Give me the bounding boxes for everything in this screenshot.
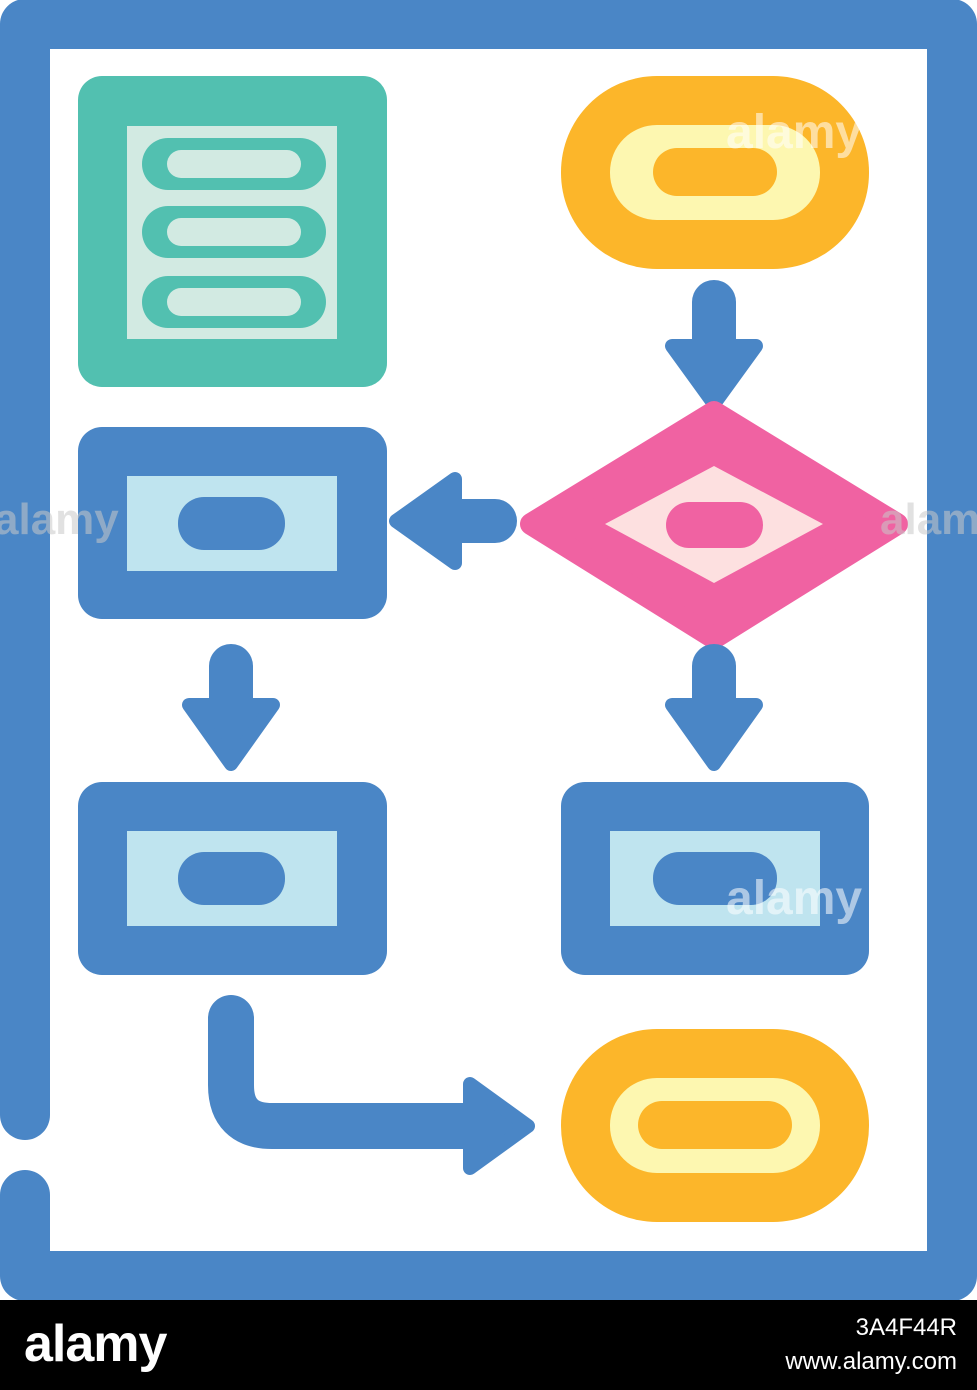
watermark-text: alamy (726, 872, 862, 925)
arrow-icon (665, 280, 763, 411)
footer-bar: alamy 3A4F44R www.alamy.com (0, 1300, 977, 1390)
footer-url[interactable]: www.alamy.com (785, 1348, 957, 1375)
watermark-text: alamy (726, 106, 862, 159)
flowchart-illustration: alamy alamy alamy alamy (0, 0, 977, 1300)
watermark-text: alamy (0, 495, 119, 544)
process-box-icon (78, 782, 387, 975)
document-list-icon (78, 76, 387, 387)
arrow-icon (182, 644, 280, 771)
process-box-icon (561, 782, 869, 975)
decision-diamond-icon (520, 401, 908, 649)
start-terminal-icon (561, 76, 869, 269)
footer-logo: alamy (24, 1315, 167, 1373)
frame-icon (0, 0, 977, 1300)
process-box-icon (78, 427, 387, 619)
arrow-icon (665, 644, 763, 771)
image-id: 3A4F44R (855, 1314, 957, 1341)
end-terminal-icon (561, 1029, 869, 1222)
arrow-icon (389, 472, 517, 570)
watermark: alamy alamy alamy alamy (0, 106, 977, 925)
watermark-text: alamy (880, 495, 977, 544)
arrow-icon (208, 995, 535, 1175)
